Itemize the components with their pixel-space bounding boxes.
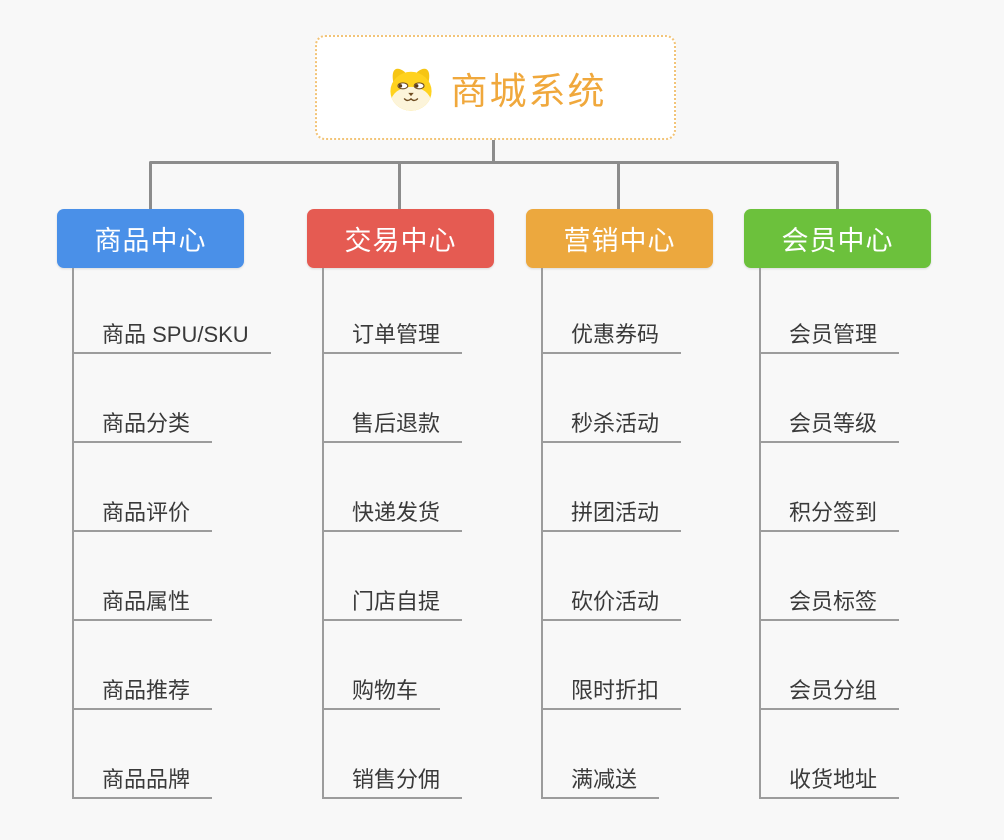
leaf-node-member-management[interactable]: 会员管理 (759, 268, 900, 354)
leaf-node-sales-commission[interactable]: 销售分佣 (322, 710, 463, 799)
root-node-mall-system[interactable]: 商城系统 (315, 35, 676, 140)
leaf-node-order-management[interactable]: 订单管理 (322, 268, 463, 354)
branch-node-trade-center[interactable]: 交易中心 (307, 209, 494, 268)
leaf-node-member-tag[interactable]: 会员标签 (759, 532, 900, 621)
leaf-column-marketing-center: 优惠券码 秒杀活动 拼团活动 砍价活动 限时折扣 满减送 (541, 268, 682, 799)
branch-label: 交易中心 (344, 226, 457, 256)
leaf-column-trade-center: 订单管理 售后退款 快递发货 门店自提 购物车 销售分佣 (322, 268, 463, 799)
branch-label: 营销中心 (563, 226, 676, 256)
leaf-node-product-review[interactable]: 商品评价 (72, 443, 213, 532)
leaf-node-product-brand[interactable]: 商品品牌 (72, 710, 213, 799)
leaf-node-product-category[interactable]: 商品分类 (72, 354, 213, 443)
leaf-column-member-center: 会员管理 会员等级 积分签到 会员标签 会员分组 收货地址 (759, 268, 900, 799)
branch-node-product-center[interactable]: 商品中心 (57, 209, 244, 268)
leaf-node-aftersale-refund[interactable]: 售后退款 (322, 354, 463, 443)
leaf-column-product-center: 商品 SPU/SKU 商品分类 商品评价 商品属性 商品推荐 商品品牌 (72, 268, 271, 799)
root-title: 商城系统 (450, 70, 607, 112)
branch-node-marketing-center[interactable]: 营销中心 (526, 209, 713, 268)
connector-bus-line (149, 161, 839, 164)
leaf-node-bargain-activity[interactable]: 砍价活动 (541, 532, 682, 621)
leaf-node-store-pickup[interactable]: 门店自提 (322, 532, 463, 621)
connector-drop-members (836, 163, 839, 209)
leaf-node-coupon-code[interactable]: 优惠券码 (541, 268, 682, 354)
leaf-node-shipping-address[interactable]: 收货地址 (759, 710, 900, 799)
leaf-node-product-attribute[interactable]: 商品属性 (72, 532, 213, 621)
leaf-node-limited-discount[interactable]: 限时折扣 (541, 621, 682, 710)
dog-face-icon (389, 68, 432, 111)
connector-root-stem (492, 140, 495, 163)
leaf-node-group-buy[interactable]: 拼团活动 (541, 443, 682, 532)
leaf-node-product-spu-sku[interactable]: 商品 SPU/SKU (72, 268, 271, 354)
leaf-node-express-delivery[interactable]: 快递发货 (322, 443, 463, 532)
leaf-node-member-level[interactable]: 会员等级 (759, 354, 900, 443)
branch-label: 会员中心 (781, 226, 894, 256)
branch-node-member-center[interactable]: 会员中心 (744, 209, 931, 268)
leaf-node-full-reduction[interactable]: 满减送 (541, 710, 660, 799)
leaf-node-member-group[interactable]: 会员分组 (759, 621, 900, 710)
leaf-node-shopping-cart[interactable]: 购物车 (322, 621, 441, 710)
leaf-node-product-recommend[interactable]: 商品推荐 (72, 621, 213, 710)
leaf-node-flash-sale[interactable]: 秒杀活动 (541, 354, 682, 443)
connector-drop-marketing (617, 163, 620, 209)
connector-drop-trade (398, 163, 401, 209)
branch-label: 商品中心 (94, 226, 207, 256)
connector-drop-products (149, 163, 152, 209)
leaf-node-points-checkin[interactable]: 积分签到 (759, 443, 900, 532)
